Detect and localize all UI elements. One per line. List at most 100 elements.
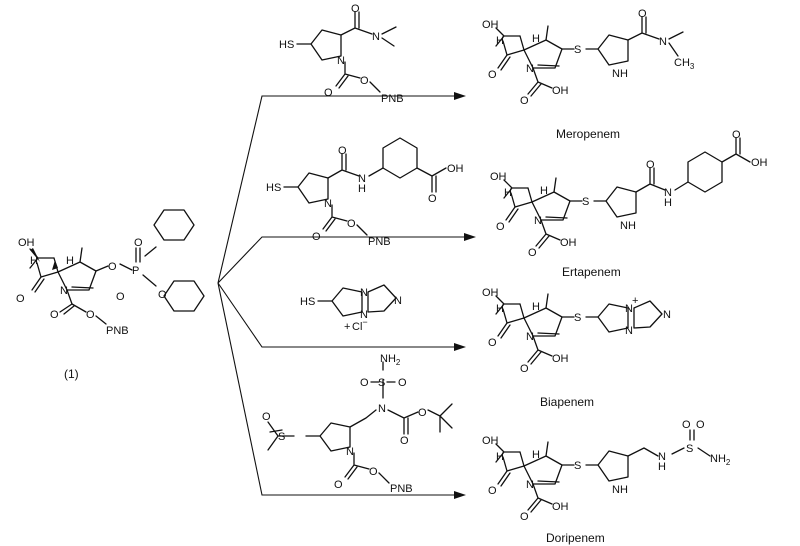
r1-amide-o: O bbox=[351, 3, 360, 15]
r4-s-ac: S bbox=[278, 431, 285, 443]
reagent-doripenem-sidechain: S O N N S O O NH2 O O O O PNB bbox=[262, 353, 453, 495]
r2-nh-n: N bbox=[358, 173, 366, 185]
p1-amide-o: O bbox=[638, 8, 647, 20]
p4-o2: O bbox=[696, 419, 705, 431]
p4-oh: OH bbox=[482, 435, 499, 447]
sm-h1: H bbox=[30, 255, 38, 267]
p2-cooh: OH bbox=[560, 237, 577, 249]
product-name-ertapenem: Ertapenem bbox=[562, 265, 621, 279]
sm-o-carb: O bbox=[50, 309, 59, 321]
p2-cooh-o: O bbox=[528, 247, 537, 259]
r2-amide-o: O bbox=[338, 145, 347, 157]
reagent-meropenem-sidechain: HS N O N O O PNB bbox=[279, 3, 404, 105]
product-biapenem: OH H H N O S OH O N N N + Biapenem bbox=[482, 287, 671, 409]
r1-pnb: PNB bbox=[381, 93, 404, 105]
r4-o2: O bbox=[398, 377, 407, 389]
r4-boc-o2: O bbox=[418, 407, 427, 419]
sm-label: (1) bbox=[64, 367, 79, 381]
p2-ar-cooh: OH bbox=[751, 157, 768, 169]
p1-n: N bbox=[526, 63, 534, 75]
p4-n: N bbox=[526, 479, 534, 491]
product-doripenem: OH H H N O S NH OH O N H S O O NH2 Dorip… bbox=[482, 419, 731, 545]
p3-n1: N bbox=[625, 303, 633, 315]
p2-amide-o: O bbox=[646, 159, 655, 171]
p4-h2: H bbox=[532, 449, 540, 461]
p4-s: S bbox=[574, 460, 581, 472]
p2-amide-n: N bbox=[664, 187, 672, 199]
sm-o-keto: O bbox=[16, 293, 25, 305]
p4-o: O bbox=[488, 485, 497, 497]
sm-h2: H bbox=[66, 255, 74, 267]
sm-o-ester: O bbox=[108, 261, 117, 273]
r2-carb-o2: O bbox=[347, 218, 356, 230]
starting-material-1: OH H H N O O P O O O O O PNB (1) bbox=[16, 209, 205, 381]
r2-hs: HS bbox=[266, 182, 281, 194]
r4-nh2: NH2 bbox=[380, 353, 401, 367]
r3-n2: N bbox=[360, 309, 368, 321]
p1-o: O bbox=[488, 69, 497, 81]
p4-nh: NH bbox=[612, 484, 628, 496]
p2-o: O bbox=[496, 221, 505, 233]
p1-cooh: OH bbox=[552, 85, 569, 97]
r2-carb-o: O bbox=[312, 231, 321, 243]
sm-o-p1: O bbox=[134, 237, 143, 249]
p4-cooh: OH bbox=[552, 501, 569, 513]
sm-oh: OH bbox=[18, 237, 35, 249]
p4-o1: O bbox=[682, 419, 691, 431]
p4-h1: H bbox=[496, 451, 504, 463]
p3-n3: N bbox=[663, 309, 671, 321]
r4-boc-o1: O bbox=[400, 435, 409, 447]
r4-s-sulf: S bbox=[378, 377, 385, 389]
r2-n-ring: N bbox=[324, 198, 332, 210]
r3-n3: N bbox=[394, 295, 402, 307]
p3-cooh: OH bbox=[552, 353, 569, 365]
p2-amide-h: H bbox=[664, 197, 672, 209]
sm-o-p2: O bbox=[158, 289, 167, 301]
r4-n-ring: N bbox=[346, 446, 354, 458]
p2-oh: OH bbox=[490, 171, 507, 183]
r1-carb-o: O bbox=[324, 87, 333, 99]
r3-cl: Cl− bbox=[352, 317, 368, 333]
p3-s: S bbox=[574, 312, 581, 324]
reagent-ertapenem-sidechain: HS N O N H O O PNB OH O bbox=[266, 137, 464, 248]
r4-pnb: PNB bbox=[390, 483, 413, 495]
p4-h-sulf: H bbox=[658, 461, 666, 473]
p3-n2: N bbox=[625, 325, 633, 337]
r1-n-ring: N bbox=[337, 55, 345, 67]
p1-h2: H bbox=[532, 33, 540, 45]
r1-amide-n: N bbox=[372, 31, 380, 43]
r3-charge-plus: + bbox=[344, 321, 350, 333]
sm-o-p3: O bbox=[116, 291, 125, 303]
sm-o-carb2: O bbox=[86, 309, 95, 321]
p1-s: S bbox=[574, 44, 581, 56]
p4-n-sulf: N bbox=[658, 451, 666, 463]
p2-s: S bbox=[582, 196, 589, 208]
sm-n: N bbox=[60, 285, 68, 297]
p1-h1: H bbox=[496, 35, 504, 47]
p3-h2: H bbox=[532, 301, 540, 313]
p2-nh: NH bbox=[620, 220, 636, 232]
product-name-meropenem: Meropenem bbox=[556, 127, 620, 141]
r4-n-sulf: N bbox=[378, 403, 386, 415]
p2-ar-cooh-o: O bbox=[732, 129, 741, 141]
p2-n: N bbox=[534, 215, 542, 227]
p3-charge: + bbox=[632, 295, 638, 307]
p2-h2: H bbox=[540, 185, 548, 197]
p4-nh2: NH2 bbox=[710, 453, 731, 467]
r4-carb-o2: O bbox=[369, 466, 378, 478]
r2-nh-h: H bbox=[358, 183, 366, 195]
r2-cooh-o: O bbox=[428, 193, 437, 205]
p3-oh: OH bbox=[482, 287, 499, 299]
p1-nh: NH bbox=[612, 68, 628, 80]
p3-h1: H bbox=[496, 303, 504, 315]
product-meropenem: OH H H N O S NH OH O O N CH3 Meropenem bbox=[482, 8, 695, 141]
r1-hs: HS bbox=[279, 39, 294, 51]
p2-h1: H bbox=[504, 187, 512, 199]
p4-cooh-o: O bbox=[520, 511, 529, 523]
sm-pnb: PNB bbox=[106, 325, 129, 337]
p1-oh: OH bbox=[482, 19, 499, 31]
r3-hs: HS bbox=[300, 296, 315, 308]
r4-o-ac: O bbox=[262, 411, 271, 423]
r4-carb-o: O bbox=[334, 479, 343, 491]
